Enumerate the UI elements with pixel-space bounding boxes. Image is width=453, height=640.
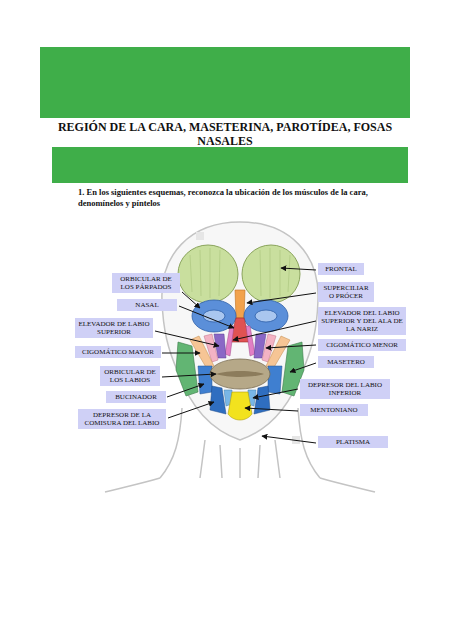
art-line xyxy=(262,436,316,443)
muscle-name: FRONTAL xyxy=(321,265,361,273)
page-title: REGIÓN DE LA CARA, MASETERINA, PAROTÍDEA… xyxy=(40,120,410,149)
leader-lines xyxy=(155,268,316,443)
muscle-name: ELEVADOR DE LABIO SUPERIOR xyxy=(78,320,150,336)
label-box: CIGOMÁTICO MAYOR xyxy=(75,346,161,358)
question-text: 1. En los siguientes esquemas, reconozca… xyxy=(78,187,408,208)
label-box: SUPERCILIAR O PRÓCER xyxy=(318,282,374,302)
art-line xyxy=(162,353,200,354)
art-line xyxy=(233,321,316,340)
label-box: ELEVADOR DEL LABIO SUPERIOR Y DEL ALA DE… xyxy=(318,307,406,335)
muscle-name: CIGOMÁTICO MAYOR xyxy=(78,348,158,356)
art-path xyxy=(162,222,318,440)
art-path xyxy=(298,408,320,478)
art-path xyxy=(246,326,255,356)
muscle-name: SUPERCILIAR O PRÓCER xyxy=(321,284,371,300)
art-ellipse xyxy=(244,300,288,332)
art-ellipse xyxy=(192,300,236,332)
art-ellipse xyxy=(255,310,277,322)
art-path xyxy=(254,386,270,414)
art-line xyxy=(281,268,316,270)
label-box: CIGOMÁTICO MENOR xyxy=(318,339,406,351)
muscle-name: MASETERO xyxy=(321,358,371,366)
art-ellipse xyxy=(242,245,300,303)
art-line xyxy=(179,306,234,328)
masseter-muscle xyxy=(176,342,304,396)
muscle-name: BUCINADOR xyxy=(109,393,163,401)
muscle-name: PLATISMA xyxy=(321,438,385,446)
art-rect xyxy=(196,232,204,240)
art-line xyxy=(167,384,204,397)
mentalis-muscle xyxy=(228,392,252,420)
art-ellipse xyxy=(210,359,270,389)
art-path xyxy=(198,366,212,394)
art-line xyxy=(253,389,298,398)
orbicularis-oris-muscle xyxy=(210,359,270,389)
muscle-name: CIGOMÁTICO MENOR xyxy=(321,341,403,349)
muscle-name: MENTONIANO xyxy=(303,406,365,414)
art-path xyxy=(176,342,198,396)
art-path xyxy=(216,371,264,377)
art-line xyxy=(162,374,216,377)
art-ellipse xyxy=(178,245,238,303)
label-box: ORBICULAR DE LOS PÁRPADOS xyxy=(112,273,180,293)
label-box: DEPRESOR DE LA COMISURA DEL LABIO xyxy=(78,409,166,429)
art-path xyxy=(225,326,234,356)
levator-labii-muscle xyxy=(214,334,266,358)
art-line xyxy=(155,331,219,346)
label-box: MENTONIANO xyxy=(300,404,368,416)
art-line xyxy=(290,363,316,372)
art-line xyxy=(168,402,214,418)
muscle-name: DEPRESOR DEL LABIO INFERIOR xyxy=(303,381,387,397)
label-box: PLATISMA xyxy=(318,436,388,448)
art-path xyxy=(220,445,260,478)
muscle-name: DEPRESOR DE LA COMISURA DEL LABIO xyxy=(81,411,163,427)
muscle-name: ORBICULAR DE LOS PÁRPADOS xyxy=(115,275,177,291)
header-band xyxy=(52,147,408,183)
art-line xyxy=(266,345,316,348)
art-path xyxy=(210,386,226,414)
muscle-name: NASAL xyxy=(120,301,174,309)
label-box: NASAL xyxy=(117,299,177,311)
muscle-name: ORBICULAR DE LOS LABIOS xyxy=(103,368,157,384)
levator-alaeque-muscle xyxy=(225,326,255,356)
art-path xyxy=(268,366,282,394)
art-line xyxy=(182,292,200,308)
art-line xyxy=(245,408,298,411)
label-box: ORBICULAR DE LOS LABIOS xyxy=(100,366,160,386)
art-path xyxy=(320,478,375,492)
label-box: ELEVADOR DE LABIO SUPERIOR xyxy=(75,318,153,338)
label-box: MASETERO xyxy=(318,356,374,368)
label-box: FRONTAL xyxy=(318,263,364,275)
art-path xyxy=(105,478,160,492)
label-box: DEPRESOR DEL LABIO INFERIOR xyxy=(300,379,390,399)
procerus-muscle xyxy=(235,290,245,318)
muscle-name: ELEVADOR DEL LABIO SUPERIOR Y DEL ALA DE… xyxy=(321,309,403,333)
art-line xyxy=(247,293,316,303)
label-box: BUCINADOR xyxy=(106,391,166,403)
header-band xyxy=(40,47,410,118)
art-path xyxy=(200,440,280,478)
